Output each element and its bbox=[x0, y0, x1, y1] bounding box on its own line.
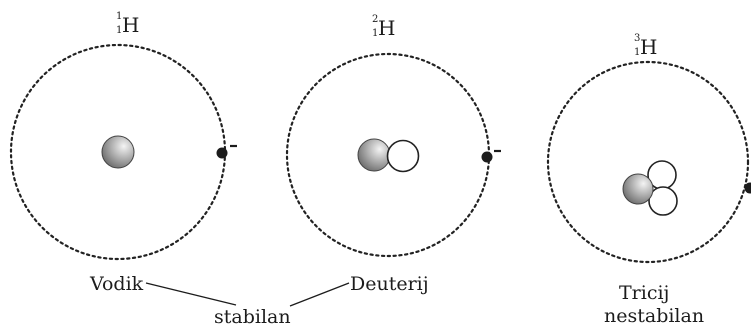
proton bbox=[101, 135, 135, 169]
neutron bbox=[386, 139, 420, 173]
electron bbox=[216, 147, 228, 159]
atomic-number: 1 bbox=[116, 25, 122, 36]
electron-orbit bbox=[546, 60, 750, 264]
label-nestabilan: nestabilan bbox=[604, 305, 704, 327]
mass-number: 2 bbox=[372, 14, 378, 25]
atom-deuterium: 2 1 H bbox=[285, 14, 501, 258]
mass-number: 1 bbox=[116, 11, 122, 22]
atomic-number: 1 bbox=[634, 47, 640, 58]
leader-line-vodik bbox=[145, 282, 237, 306]
isotope-symbol-deuterium: 2 1 H bbox=[372, 14, 395, 40]
proton bbox=[357, 138, 391, 172]
atom-protium: 1 1 H bbox=[9, 11, 237, 261]
atomic-number: 1 bbox=[372, 28, 378, 39]
atom-tritium: 3 1 H bbox=[546, 33, 751, 264]
element-symbol: H bbox=[640, 35, 657, 59]
electron bbox=[744, 182, 751, 194]
isotope-symbol-protium: 1 1 H bbox=[116, 11, 139, 37]
label-stabilan: stabilan bbox=[214, 306, 291, 328]
isotope-symbol-tritium: 3 1 H bbox=[634, 33, 657, 59]
mass-number: 3 bbox=[634, 33, 640, 44]
label-tricij: Tricij bbox=[619, 282, 669, 304]
label-vodik: Vodik bbox=[89, 273, 144, 295]
label-deuterij: Deuterij bbox=[350, 273, 429, 295]
leader-line-deuterij bbox=[289, 282, 350, 307]
electron bbox=[481, 151, 493, 163]
element-symbol: H bbox=[378, 16, 395, 40]
neutron bbox=[648, 186, 678, 216]
proton bbox=[622, 173, 654, 205]
element-symbol: H bbox=[122, 13, 139, 37]
